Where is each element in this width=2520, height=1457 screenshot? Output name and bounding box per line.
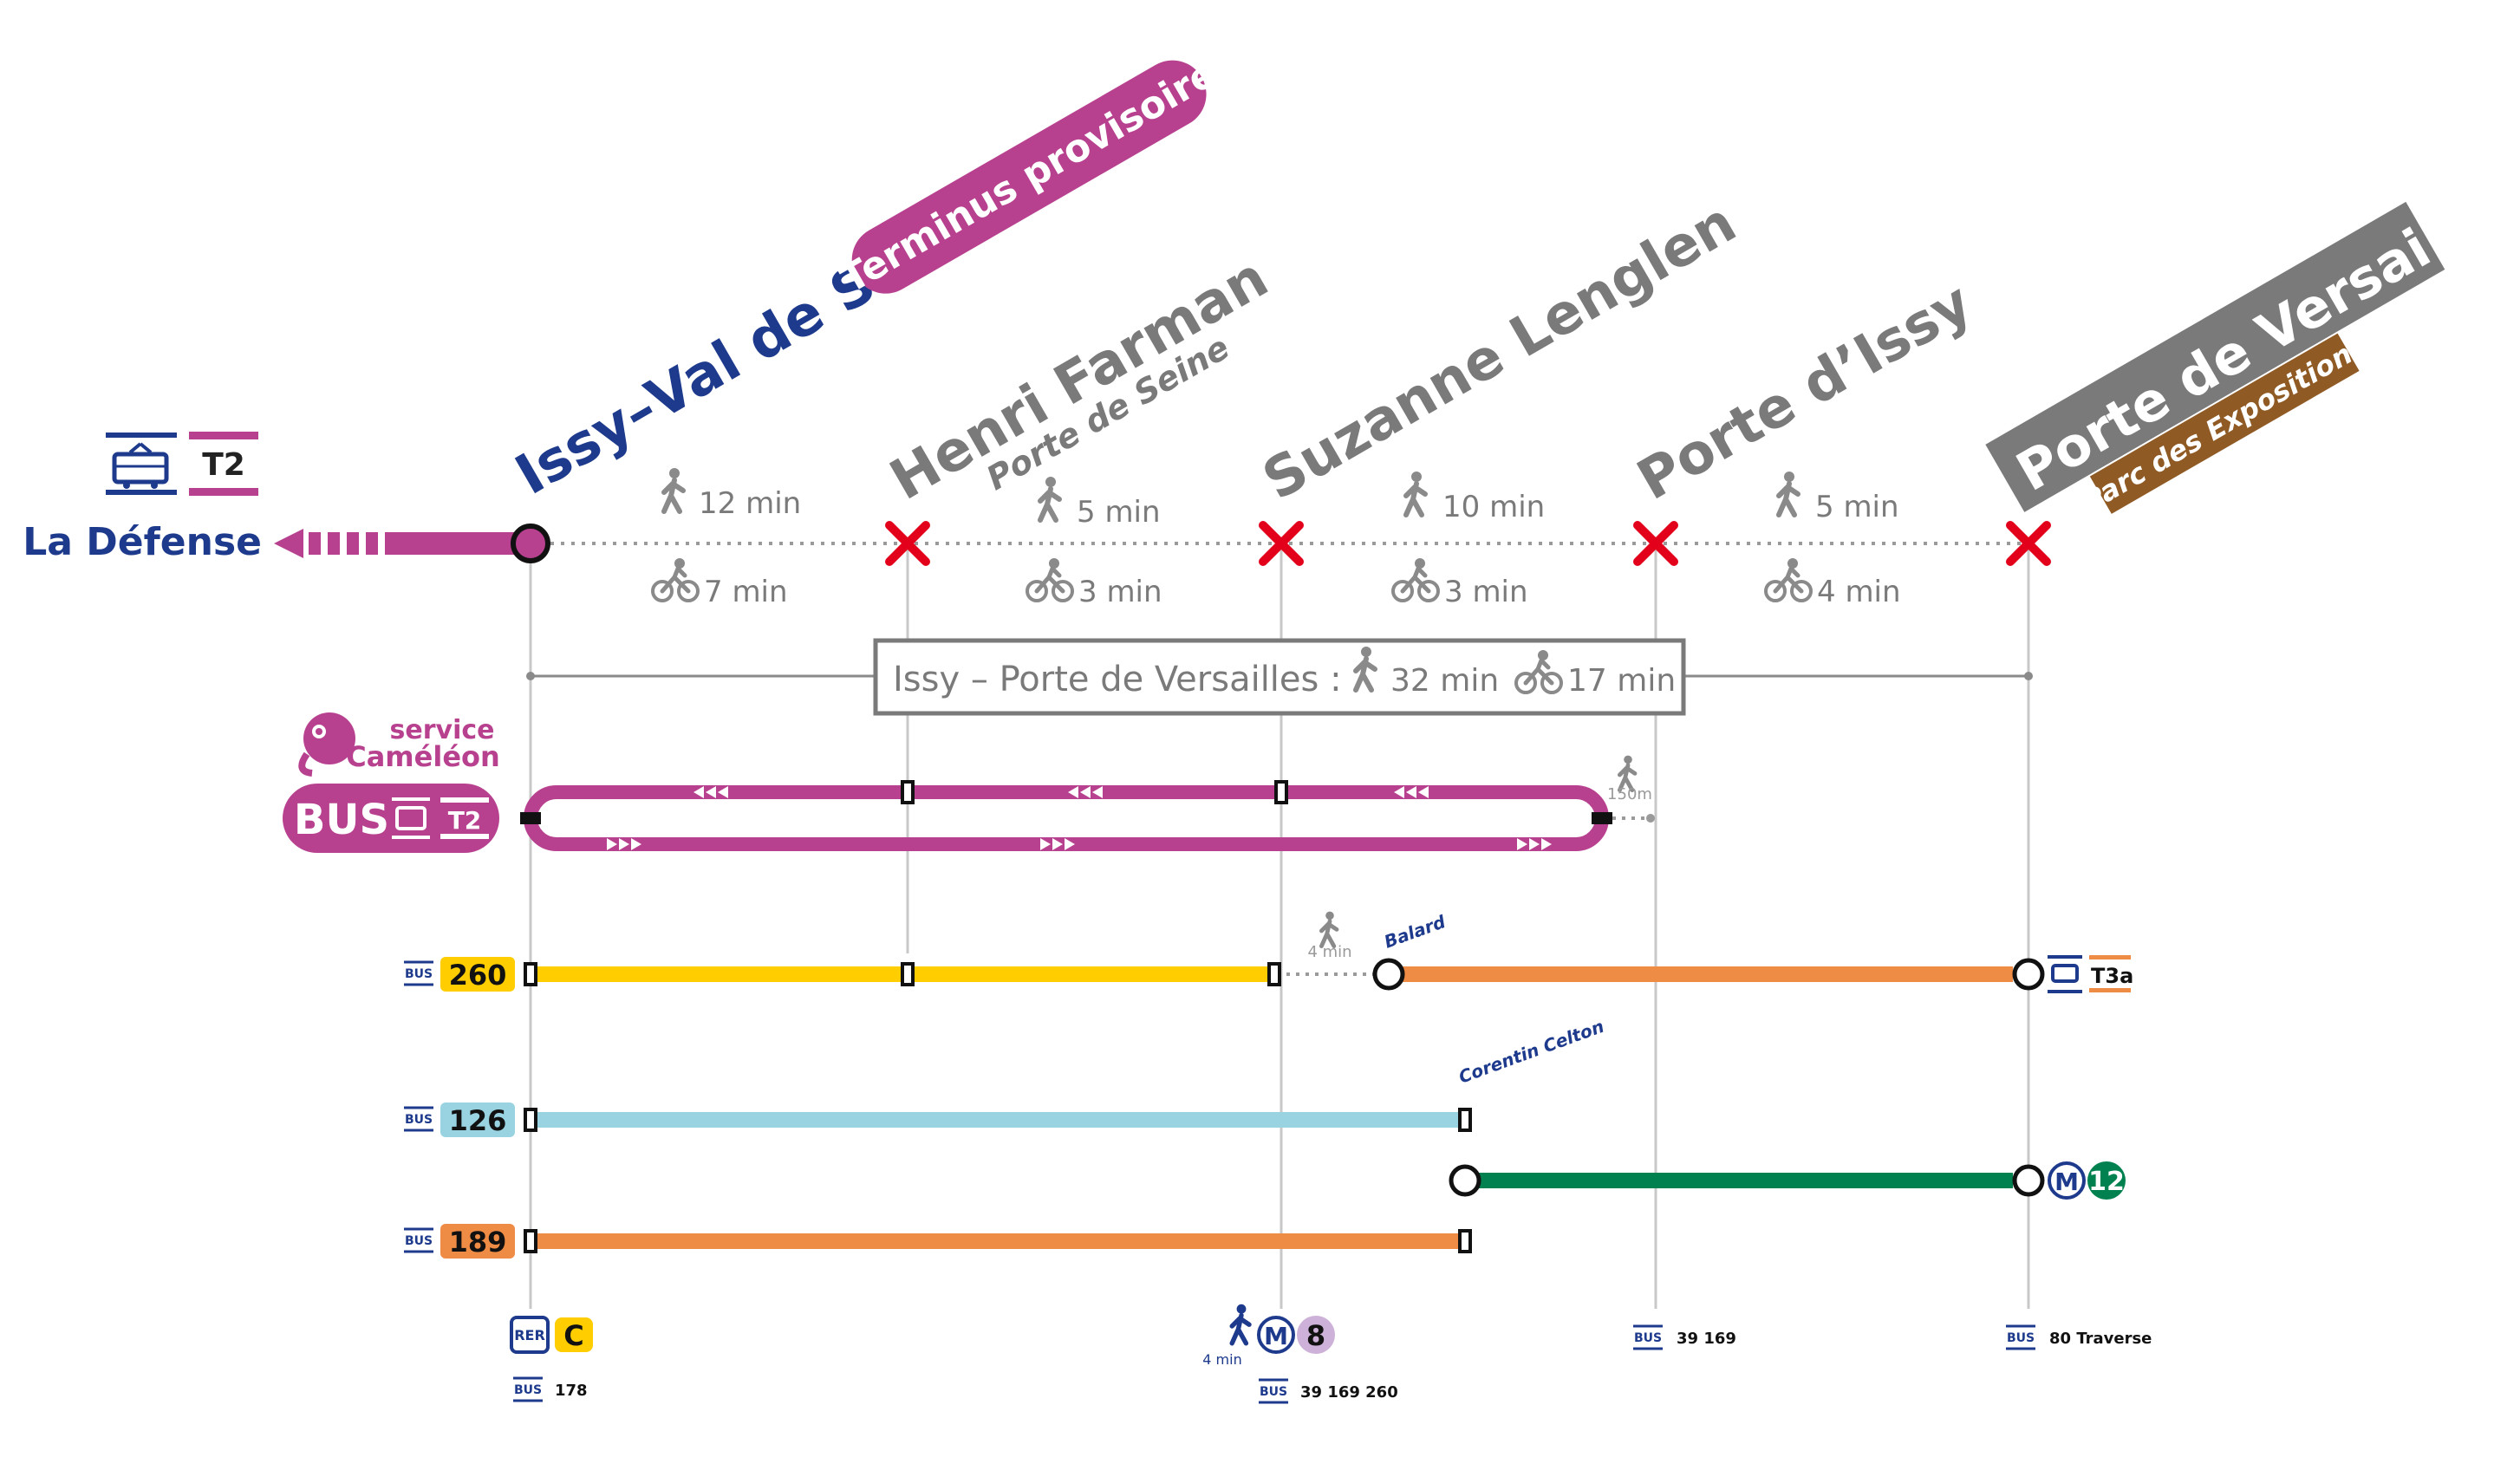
total-time-box: Issy – Porte de Versailles : 32 min 17 m… [873, 638, 1686, 716]
total-bike: 17 min [1567, 663, 1676, 699]
bus-icon-label: BUS [405, 1113, 433, 1127]
station-name: Henri Farman [880, 246, 1279, 513]
walk-icon [1406, 472, 1425, 515]
bus-label: BUS [294, 796, 389, 844]
walk-icon [664, 468, 683, 511]
bike-time: 3 min [1444, 575, 1528, 609]
station-porte-de-versailles: Porte de Versailles Parc des Expositions [1985, 163, 2520, 518]
cameleon-stops [901, 780, 1288, 804]
metro-icon [1257, 1316, 1295, 1354]
bus-icon-label: BUS [2007, 1331, 2035, 1345]
total-label: Issy – Porte de Versailles : [893, 660, 1342, 699]
metro-icon [2048, 1161, 2086, 1200]
metro-label: M [1264, 1322, 1288, 1350]
bus-number: 126 [449, 1104, 507, 1137]
transfer-walk: 4 min [1307, 943, 1351, 961]
tram-icon [392, 797, 430, 839]
rer-line: C [563, 1319, 583, 1352]
tram-badge: T2 [448, 806, 482, 835]
walk-icon [1321, 912, 1337, 946]
segment-times-3: 10 min 3 min [1393, 472, 1545, 609]
cameleon-name: Caméléon [346, 740, 500, 773]
metro-number: 12 [2088, 1167, 2125, 1197]
segment-times-1: 12 min 7 min [653, 468, 801, 609]
bus-icon-label: BUS [1260, 1385, 1287, 1399]
bus-icon-label: BUS [1634, 1331, 1662, 1345]
bike-icon [653, 558, 698, 601]
tram-t3a-icon [2048, 955, 2082, 993]
bike-time: 3 min [1078, 575, 1162, 609]
bus-icon-label: BUS [405, 1234, 433, 1248]
walk-time: 10 min [1442, 490, 1545, 524]
walk-icon [1040, 477, 1059, 520]
cameleon-bus-badge: BUS T2 [283, 784, 499, 853]
direction-arrow [274, 529, 531, 558]
t2-line-badge: T2 [189, 432, 258, 496]
metro-line: 8 [1306, 1319, 1325, 1352]
terminus-tag: Terminus provisoire [834, 51, 1225, 302]
end-stop: Corentin Celton [1456, 1016, 1607, 1088]
bike-time: 4 min [1817, 575, 1901, 609]
station-dot-issy [511, 524, 550, 563]
closed-mark-suzanne-lenglen [1259, 521, 1304, 566]
bus-lines: 39 169 260 [1300, 1383, 1398, 1402]
bus-icon-label: BUS [405, 967, 433, 981]
connections-porte-d-issy: BUS 39 169 [1631, 1324, 1736, 1350]
connections-issy: RER C BUS 178 [510, 1316, 593, 1402]
service-label: service [390, 715, 495, 745]
segment-times-4: 5 min 4 min [1766, 472, 1901, 609]
walk-icon [1229, 1304, 1252, 1346]
tram-mode-icon [106, 433, 177, 495]
closed-mark-henri-farman [885, 521, 930, 566]
t2-badge-label: T2 [202, 447, 245, 483]
connections-porte-de-versailles: BUS 80 Traverse [2004, 1324, 2152, 1350]
cameleon-loop [524, 785, 1609, 851]
metro-line-12: M 12 [1449, 1161, 2126, 1200]
cameleon-logo: service Caméléon [298, 712, 500, 777]
closed-station-marks [885, 521, 2051, 566]
walk-icon [1779, 472, 1798, 515]
closed-mark-porte-de-versailles [2006, 521, 2051, 566]
metro-label: M [2054, 1168, 2079, 1196]
cameleon-walk-link: 150m [1607, 756, 1652, 803]
bus-number: 189 [449, 1226, 507, 1259]
connections-lenglen: 4 min M 8 BUS 39 169 260 [1202, 1304, 1398, 1404]
walk-time: 4 min [1202, 1351, 1241, 1368]
loop-direction-arrows [607, 786, 1552, 850]
bus-lines: 80 Traverse [2049, 1330, 2152, 1348]
transfer-stop: Balard [1382, 911, 1449, 953]
station-name: Porte d’Issy [1627, 270, 1983, 512]
total-walk: 32 min [1390, 663, 1499, 699]
bus-line-260: BUS 260 4 min Balard T3a [402, 911, 2133, 993]
closed-mark-porte-d-issy [1633, 521, 1678, 566]
rer-icon [510, 1316, 550, 1354]
station-porte-d-issy: Porte d’Issy [1627, 270, 1983, 512]
walk-time: 5 min [1815, 490, 1899, 524]
walk-time: 5 min [1077, 495, 1161, 530]
bus-lines: 39 169 [1677, 1330, 1736, 1348]
direction-label: La Défense [23, 520, 262, 564]
bus-line-189: BUS 189 [402, 1224, 1472, 1259]
bus-line-126: BUS 126 Corentin Celton [402, 1016, 1607, 1137]
bike-icon [1393, 558, 1438, 601]
bus-lines: 178 [555, 1382, 588, 1400]
bike-icon [1027, 558, 1072, 601]
bike-time: 7 min [704, 575, 788, 609]
end-connection: T3a [2091, 964, 2133, 988]
bike-icon [1766, 558, 1811, 601]
station-name: Porte de Versailles [2006, 163, 2520, 504]
bus-number: 260 [449, 959, 507, 992]
walk-time: 12 min [699, 486, 801, 521]
segment-times-2: 5 min 3 min [1027, 477, 1162, 609]
walk-distance: 150m [1607, 785, 1652, 803]
station-issy-val-de-seine: Issy–Val de Seine Terminus provisoire [505, 51, 1225, 508]
rer-label: RER [514, 1327, 545, 1343]
bus-icon-label: BUS [514, 1383, 542, 1397]
